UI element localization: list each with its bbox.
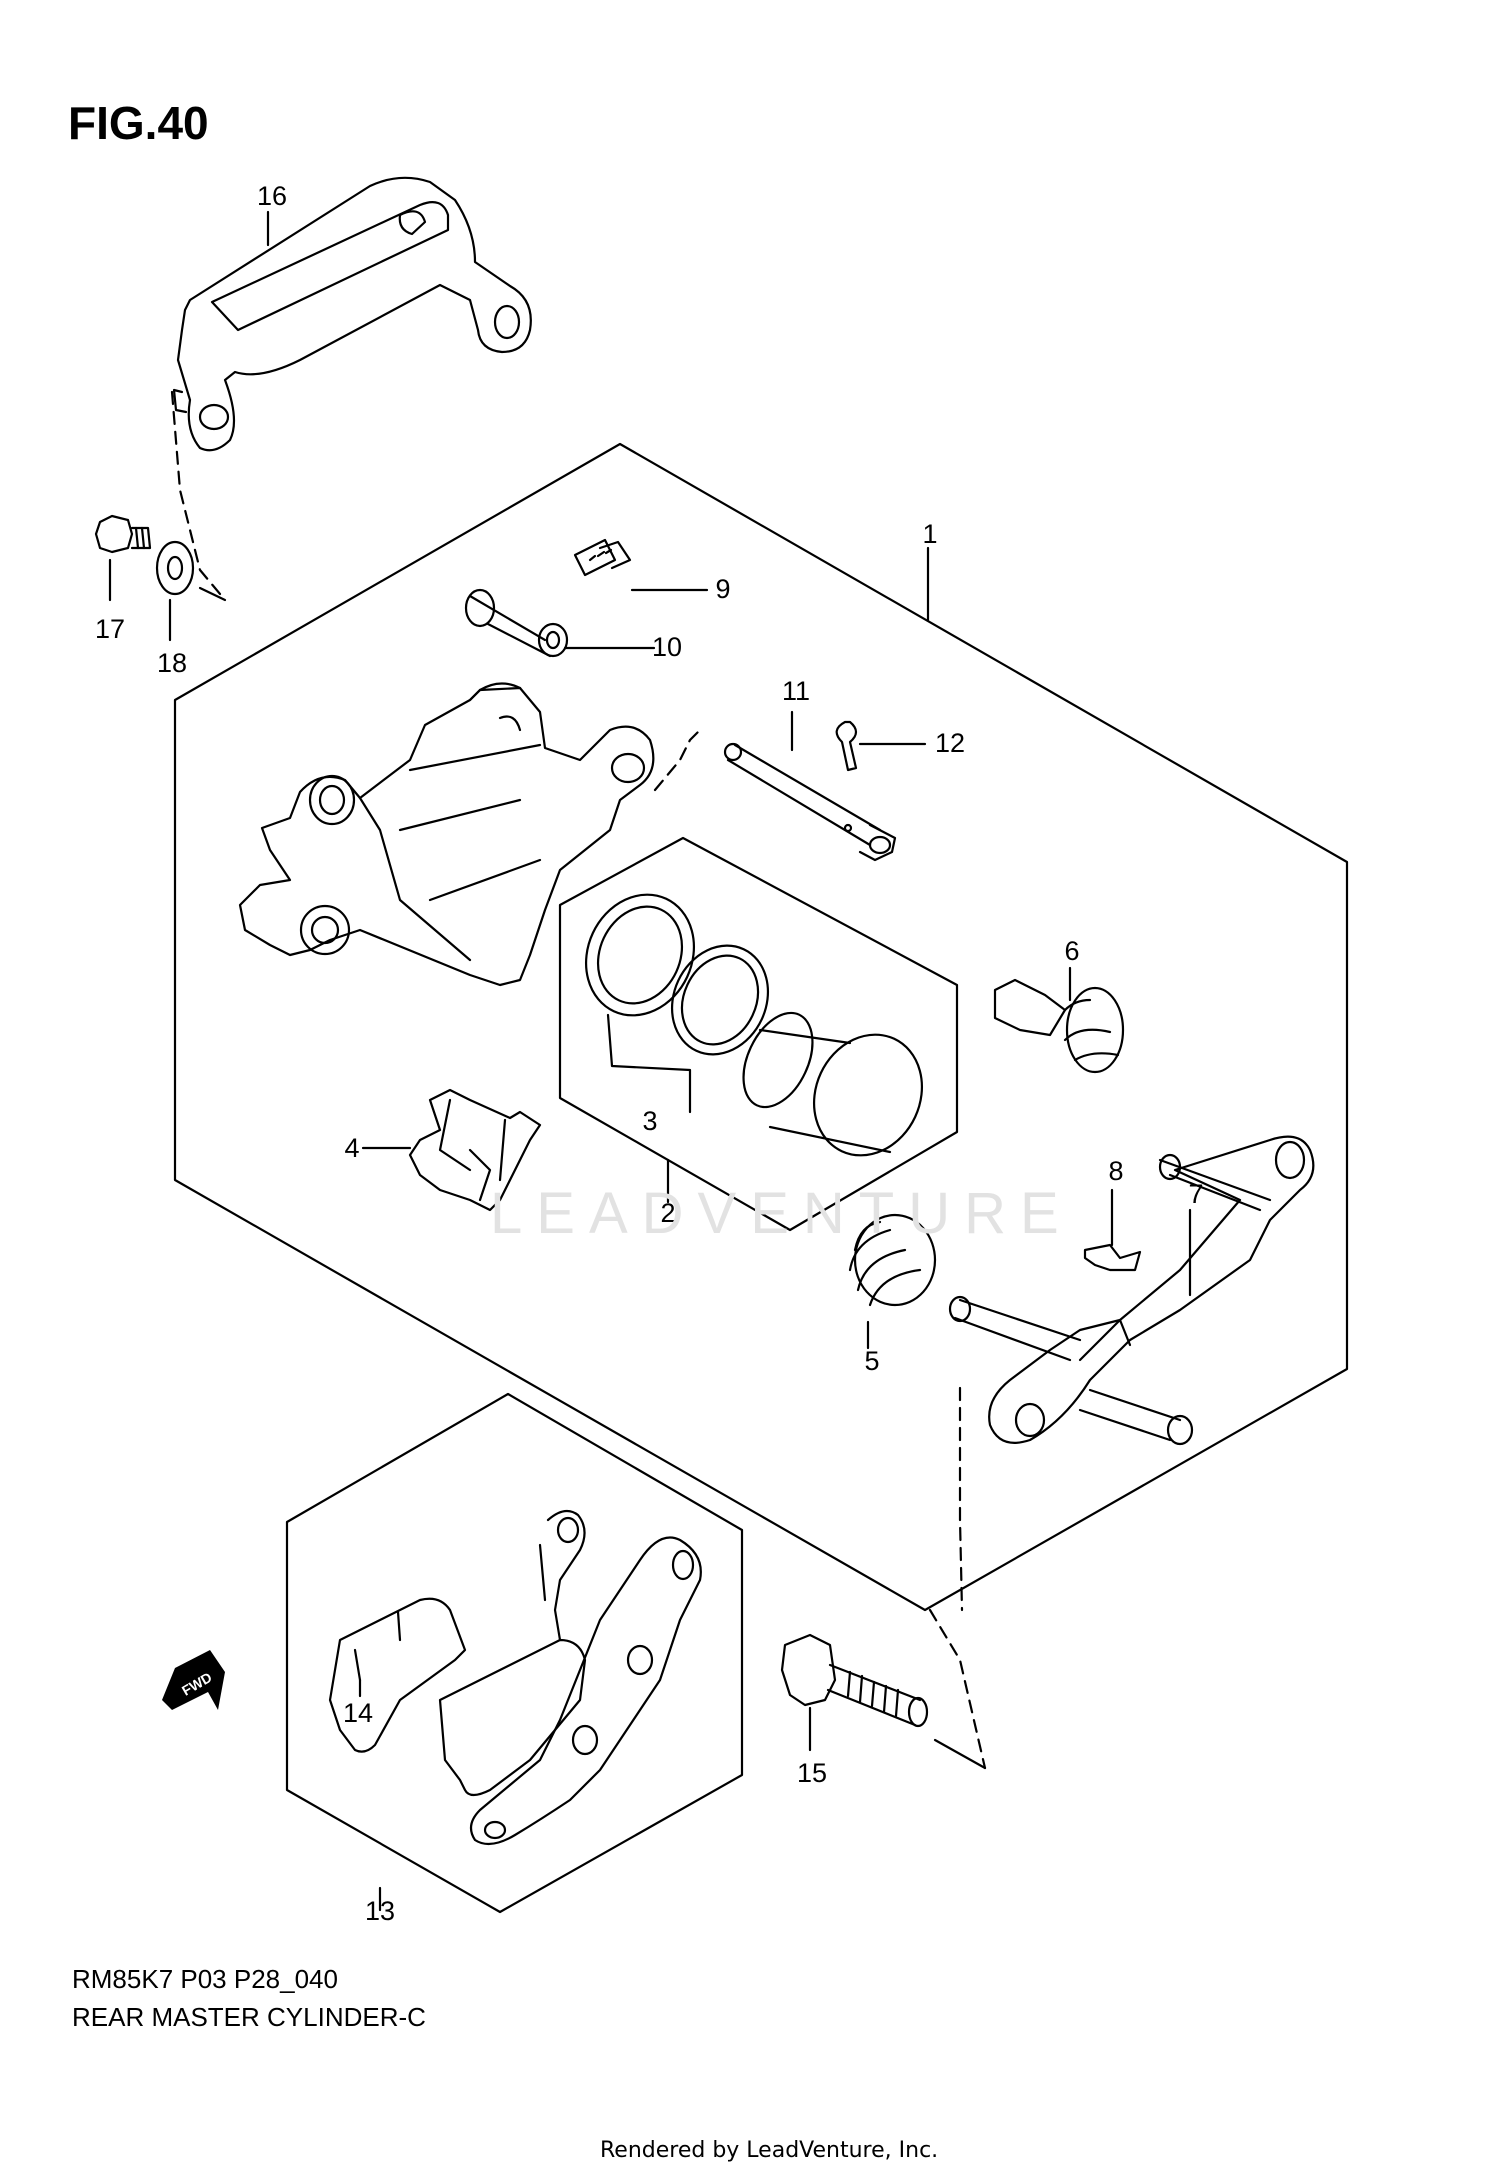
clip-12-drawing (835, 720, 858, 772)
callout-1: 1 (922, 519, 937, 549)
caliper-bracket-drawing (172, 176, 532, 452)
callout-4: 4 (344, 1133, 359, 1163)
bleeder-cap-drawing (464, 588, 569, 658)
callout-11: 11 (782, 676, 810, 706)
callout-13: 13 (365, 1896, 395, 1926)
caliper-body-drawing (238, 682, 655, 987)
pin-11-drawing (723, 742, 897, 862)
assembly-outline-1 (173, 442, 1349, 1612)
figure-title: FIG.40 (68, 97, 209, 149)
callout-5: 5 (864, 1346, 879, 1376)
assembly-outline-2 (558, 836, 959, 1232)
bolt-15-drawing (780, 1633, 929, 1728)
piston-seals-drawing (584, 893, 770, 1056)
callout-6: 6 (1064, 936, 1079, 966)
pad-spring-drawing (408, 1088, 542, 1212)
assembly-outline-13 (285, 1392, 744, 1914)
boot-5-drawing (848, 1213, 937, 1307)
boot-6-drawing (993, 978, 1125, 1074)
diagram-title-caption: REAR MASTER CYLINDER-C (72, 2002, 426, 2032)
bleeder-valve-drawing (573, 538, 632, 577)
callout-16: 16 (257, 181, 287, 211)
callout-15: 15 (797, 1758, 827, 1788)
diagram-code-caption: RM85K7 P03 P28_040 (72, 1964, 338, 1994)
callout-3: 3 (642, 1106, 657, 1136)
clip-8-drawing (1083, 1243, 1142, 1272)
callout-17: 17 (95, 614, 125, 644)
callout-14: 14 (343, 1698, 373, 1728)
watermark: LEADVENTURE (490, 1181, 1073, 1246)
callout-7: 7 (1188, 1179, 1203, 1209)
washer-18-drawing (155, 540, 195, 596)
render-credit: Rendered by LeadVenture, Inc. (600, 2138, 939, 2163)
callout-10: 10 (652, 632, 682, 662)
callout-9: 9 (715, 574, 730, 604)
piston-drawing (742, 1011, 924, 1157)
callout-18: 18 (157, 648, 187, 678)
callout-2: 2 (660, 1198, 675, 1228)
callout-8: 8 (1108, 1156, 1123, 1186)
forward-arrow-icon: FWD (162, 1650, 225, 1710)
bolt-17-drawing (94, 514, 152, 554)
callout-12: 12 (935, 728, 965, 758)
brake-pads-drawing (328, 1509, 702, 1846)
caliper-arm-drawing (948, 1135, 1315, 1446)
